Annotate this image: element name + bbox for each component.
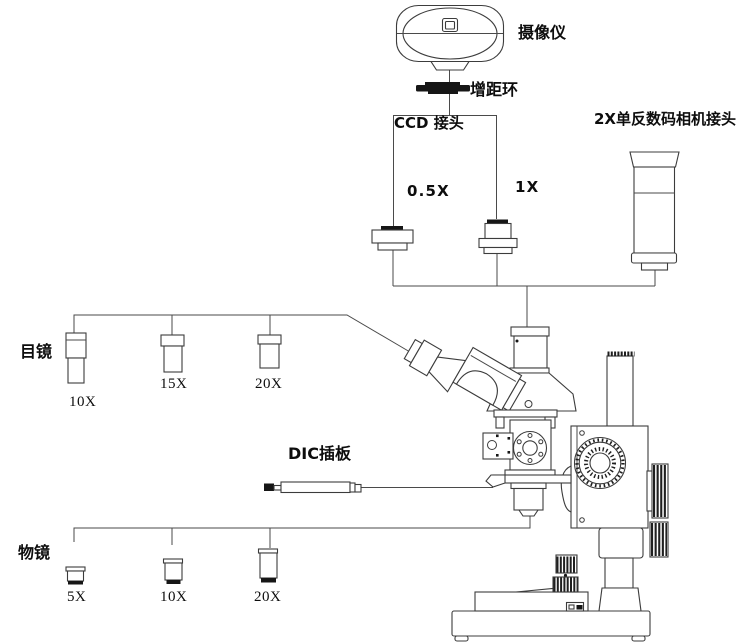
ccd-adapter-label: CCD 接头: [394, 114, 464, 132]
nosepiece-turret: [509, 419, 552, 471]
connection-lines: [73, 70, 656, 548]
camera-label: 摄像仪: [518, 23, 567, 42]
ccd-option-05x-label: 0.5X: [407, 182, 450, 200]
lower-focus-knob: [649, 521, 669, 558]
objective-mount: [485, 469, 572, 517]
eyepiece-10x: [65, 332, 87, 384]
objective-20x-label: 20X: [254, 589, 281, 605]
objective-group-label: 物镜: [18, 543, 50, 562]
adapter-05x: [371, 226, 414, 251]
eyepiece-20x: [257, 334, 282, 369]
focus-wheel: [573, 436, 627, 490]
coarse-focus-knob: [646, 463, 669, 519]
stage-knob: [552, 554, 579, 593]
dic-plate-label: DIC插板: [288, 444, 352, 463]
microscope: [403, 326, 669, 642]
objective-5x: [65, 566, 86, 585]
adapter-1x: [478, 219, 518, 255]
eyepiece-10x-label: 10X: [69, 394, 96, 410]
extension-ring-label: 增距环: [470, 80, 518, 99]
objective-5x-label: 5X: [67, 589, 86, 605]
dslr-adapter-label: 2X单反数码相机接头: [594, 110, 736, 128]
eyepiece-15x: [160, 334, 185, 373]
binocular-tube: [403, 338, 527, 412]
extension-ring: [416, 82, 470, 94]
dic-slot-block: [482, 432, 514, 460]
ccd-option-1x-label: 1X: [515, 178, 539, 196]
objective-10x-label: 10X: [160, 589, 187, 605]
stage-bracket: [560, 465, 572, 513]
objective-20x: [257, 548, 279, 583]
eyepiece-15x-label: 15X: [160, 376, 187, 392]
microscope-arm: [570, 425, 649, 529]
photo-tube: [509, 326, 550, 374]
eyepiece-group-label: 目镜: [20, 342, 52, 361]
dic-slider: [264, 481, 362, 494]
dslr-adapter-tube: [629, 151, 680, 271]
eyepiece-20x-label: 20X: [255, 376, 282, 392]
objective-10x: [162, 558, 184, 584]
support-column: [598, 527, 644, 612]
stage: [474, 587, 589, 612]
microscope-base: [451, 610, 651, 642]
video-camera: [395, 4, 505, 71]
illuminator-column: [606, 351, 635, 427]
